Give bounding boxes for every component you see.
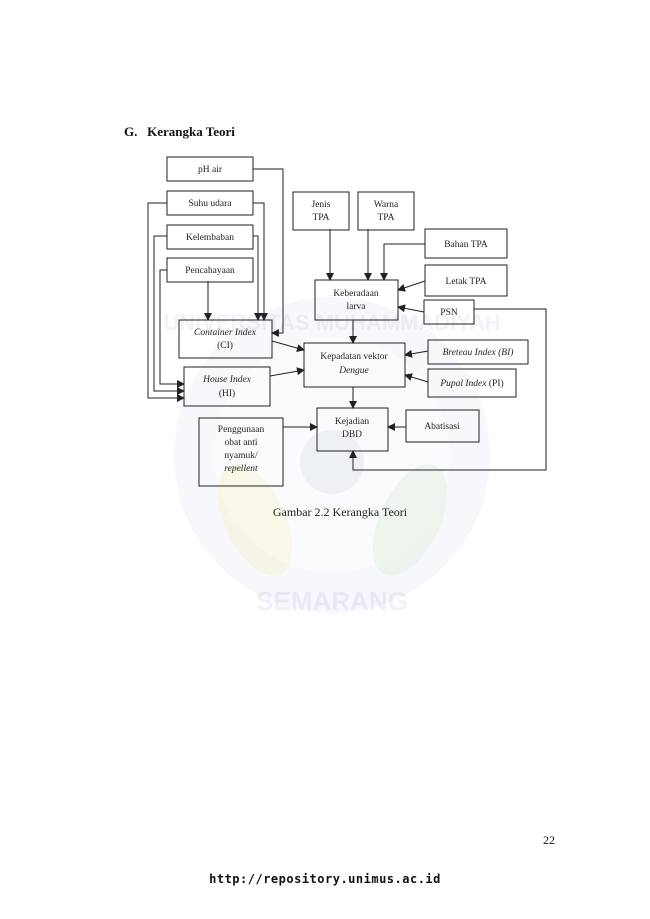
box-kejadian-dbd-line2: DBD bbox=[342, 430, 362, 440]
box-warna-tpa: Warna TPA bbox=[357, 191, 415, 231]
watermark-bottom-text: SEMARANG bbox=[256, 586, 408, 616]
connectors bbox=[147, 168, 547, 471]
box-kejadian-dbd-line1: Kejadian bbox=[335, 417, 370, 427]
box-pupal-index-name: Pupal Index bbox=[439, 379, 487, 389]
box-breteau-index-abbr: (BI) bbox=[498, 347, 513, 358]
box-psn-label: PSN bbox=[440, 308, 458, 318]
box-suhu-udara-label: Suhu udara bbox=[188, 199, 232, 209]
box-kepadatan-vektor-line1: Kepadatan vektor bbox=[320, 352, 388, 362]
box-jenis-tpa-line2: TPA bbox=[312, 213, 329, 223]
box-pupal-index-abbr: (PI) bbox=[489, 378, 504, 389]
footer-url[interactable]: http://repository.unimus.ac.id bbox=[209, 872, 441, 886]
box-pupal-index: Pupal Index (PI) bbox=[427, 368, 517, 398]
university-watermark: SEMARANG UNIVERSITAS MUHAMMADIYAH bbox=[163, 297, 501, 616]
box-breteau-index-label: Breteau Index (BI) bbox=[443, 347, 514, 358]
box-kejadian-dbd: Kejadian DBD bbox=[316, 407, 389, 452]
box-house-index-label: House Index bbox=[202, 375, 252, 385]
figure-caption: Gambar 2.2 Kerangka Teori bbox=[273, 505, 408, 519]
box-jenis-tpa-line1: Jenis bbox=[312, 200, 331, 210]
box-container-index: Container Index (CI) bbox=[178, 319, 273, 359]
box-warna-tpa-line1: Warna bbox=[374, 200, 399, 210]
box-psn: PSN bbox=[423, 299, 475, 325]
box-suhu-udara: Suhu udara bbox=[166, 190, 254, 216]
box-letak-tpa: Letak TPA bbox=[424, 264, 508, 297]
box-keberadaan-larva: Keberadaan larva bbox=[314, 279, 399, 321]
section-heading: G. Kerangka Teori bbox=[124, 124, 235, 139]
box-container-index-label: Container Index bbox=[194, 328, 257, 338]
box-jenis-tpa: Jenis TPA bbox=[292, 191, 350, 231]
box-penggunaan-line1: Penggunaan bbox=[218, 425, 265, 435]
watermark-top-text: UNIVERSITAS MUHAMMADIYAH bbox=[163, 310, 500, 335]
box-penggunaan-line2: obat anti bbox=[225, 438, 258, 448]
box-keberadaan-larva-line2: larva bbox=[347, 302, 367, 312]
box-pencahayaan-label: Pencahayaan bbox=[185, 266, 235, 276]
box-warna-tpa-line2: TPA bbox=[377, 213, 394, 223]
box-ph-air-label: pH air bbox=[198, 165, 223, 175]
box-abatisasi: Abatisasi bbox=[405, 409, 480, 443]
box-kelembaban: Kelembaban bbox=[166, 224, 254, 250]
box-bahan-tpa: Bahan TPA bbox=[424, 228, 508, 259]
box-penggunaan-line3: nyamuk/ bbox=[224, 451, 258, 461]
box-keberadaan-larva-line1: Keberadaan bbox=[333, 289, 379, 299]
box-breteau-index: Breteau Index (BI) bbox=[427, 339, 529, 365]
box-kepadatan-vektor-line2: Dengue bbox=[338, 366, 369, 376]
box-pencahayaan: Pencahayaan bbox=[166, 257, 254, 283]
box-pupal-index-label: Pupal Index (PI) bbox=[439, 378, 503, 389]
box-penggunaan-line4: repellent bbox=[224, 464, 258, 474]
box-breteau-index-name: Breteau Index bbox=[443, 348, 497, 358]
box-ph-air: pH air bbox=[166, 156, 254, 182]
box-letak-tpa-label: Letak TPA bbox=[446, 277, 487, 287]
box-house-index-abbr: (HI) bbox=[219, 388, 235, 399]
box-abatisasi-label: Abatisasi bbox=[424, 422, 460, 432]
box-container-index-abbr: (CI) bbox=[217, 340, 233, 351]
box-penggunaan-obat: Penggunaan obat anti nyamuk/ repellent bbox=[198, 417, 284, 487]
box-bahan-tpa-label: Bahan TPA bbox=[444, 240, 488, 250]
page-number: 22 bbox=[543, 833, 555, 847]
box-kelembaban-label: Kelembaban bbox=[186, 233, 234, 243]
box-house-index: House Index (HI) bbox=[183, 366, 271, 407]
box-kepadatan-vektor: Kepadatan vektor Dengue bbox=[303, 342, 406, 388]
